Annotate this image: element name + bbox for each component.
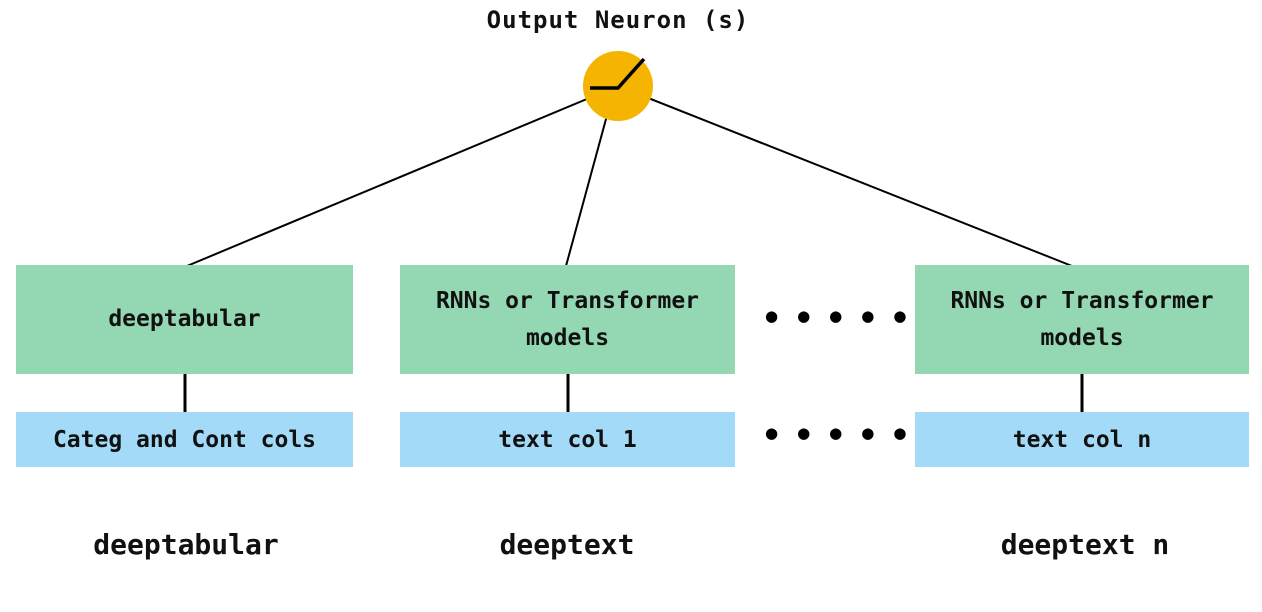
relu-activation-icon bbox=[590, 57, 646, 90]
input-box-text-col-n: text col n bbox=[915, 412, 1249, 467]
ellipsis-dots-models: ●●●●● bbox=[765, 307, 926, 325]
edge-neuron-to-deeptabular bbox=[186, 85, 619, 267]
input-box-categ-cont-cols: Categ and Cont cols bbox=[16, 412, 353, 467]
caption-deeptabular: deeptabular bbox=[93, 528, 279, 561]
model-box-deeptext: RNNs or Transformer models bbox=[400, 265, 735, 374]
caption-deeptext: deeptext bbox=[499, 528, 635, 561]
model-box-deeptabular: deeptabular bbox=[16, 265, 353, 374]
diagram-title: Output Neuron (s) bbox=[486, 6, 750, 34]
ellipsis-dots-inputs: ●●●●● bbox=[765, 424, 926, 442]
edge-neuron-to-deeptext-n bbox=[617, 85, 1073, 267]
caption-deeptext-n: deeptext n bbox=[1000, 528, 1170, 561]
model-box-deeptext-n: RNNs or Transformer models bbox=[915, 265, 1249, 374]
input-box-text-col-1: text col 1 bbox=[400, 412, 735, 467]
